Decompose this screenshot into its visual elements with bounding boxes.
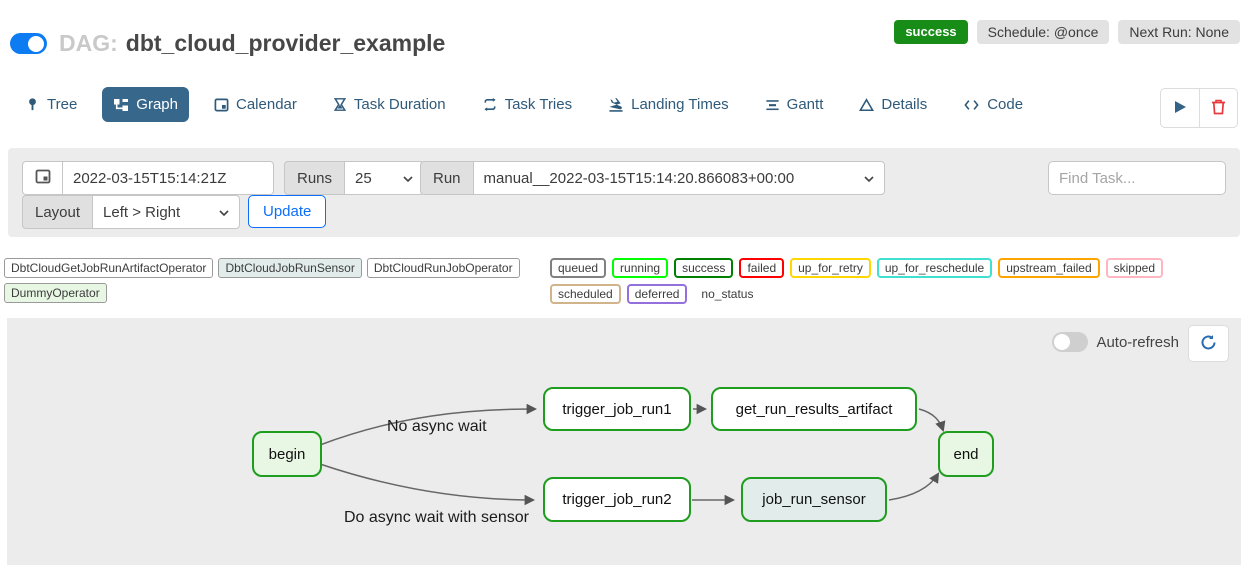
trigger-dag-button[interactable] [1161,89,1199,127]
execution-date-group [22,161,274,195]
toggle-knob [1054,334,1071,350]
runs-group: Runs 25 [284,161,425,195]
view-tabs: Tree Graph Calendar Task Duration Task T… [14,87,1034,122]
layout-value: Left > Right [103,203,181,221]
tab-tree[interactable]: Tree [14,87,88,122]
tab-calendar[interactable]: Calendar [203,87,308,122]
run-select[interactable]: manual__2022-03-15T15:14:20.866083+00:00 [472,161,885,195]
calendar-icon [35,168,51,189]
calendar-picker-button[interactable] [22,161,62,195]
header: DAG: dbt_cloud_provider_example [10,30,445,57]
calendar-icon [214,97,229,112]
auto-refresh-label: Auto-refresh [1096,333,1179,351]
task-node-job-run-sensor[interactable]: job_run_sensor [741,477,887,522]
schedule-badge[interactable]: Schedule: @once [976,20,1110,44]
play-icon [1173,100,1187,117]
dag-actions [1160,88,1238,128]
state-badge: upstream_failed [998,258,1100,278]
tab-task-tries[interactable]: Task Tries [471,87,584,122]
task-node-trigger-job-run1[interactable]: trigger_job_run1 [543,387,691,431]
auto-refresh-toggle[interactable] [1052,332,1089,352]
operator-legend: DbtCloudGetJobRunArtifactOperator DbtClo… [4,258,550,310]
graph-panel: Auto-refresh begin trigger_job_run1 get_… [7,318,1241,565]
plane-landing-icon [608,97,624,112]
layout-select[interactable]: Left > Right [92,195,241,229]
find-task-input[interactable] [1048,161,1226,195]
run-value: manual__2022-03-15T15:14:20.866083+00:00 [483,169,795,187]
operator-badge: DbtCloudJobRunSensor [218,258,362,278]
operator-badge: DbtCloudRunJobOperator [366,258,520,278]
next-run-badge: Next Run: None [1118,20,1240,44]
state-badge: success [674,258,734,278]
edge-label-no-async-wait: No async wait [387,418,487,435]
state-badge-no-status: no_status [701,287,754,301]
dag-edges [319,403,946,506]
edge-label-do-async-wait: Do async wait with sensor [344,509,529,526]
trash-icon [1211,99,1226,118]
refresh-button[interactable] [1188,325,1229,362]
chevron-down-icon [403,170,413,187]
tab-label: Task Duration [353,96,446,113]
repeat-icon [482,97,498,112]
dag-title: dbt_cloud_provider_example [125,30,446,56]
legend: DbtCloudGetJobRunArtifactOperator DbtClo… [4,258,1244,310]
tree-icon [25,97,40,112]
layout-group: Layout Left > Right [22,195,241,229]
tab-label: Graph [136,96,178,113]
task-node-begin[interactable]: begin [252,431,322,477]
execution-date-input[interactable] [62,161,274,195]
tab-label: Code [987,96,1024,113]
auto-refresh-control: Auto-refresh [1052,332,1179,352]
toggle-knob [28,35,44,52]
tab-graph[interactable]: Graph [102,87,189,122]
runs-label: Runs [284,161,345,195]
tab-task-duration[interactable]: Task Duration [322,87,457,122]
status-badge: success [894,20,968,44]
header-badges: success Schedule: @once Next Run: None [894,20,1240,44]
tab-label: Tree [47,96,78,113]
runs-select[interactable]: 25 [344,161,425,195]
tab-code[interactable]: Code [952,87,1034,122]
tab-details[interactable]: Details [848,87,938,122]
update-button[interactable]: Update [248,195,327,228]
chevron-down-icon [863,170,874,187]
dag-pause-toggle[interactable] [10,33,47,54]
state-badge: up_for_retry [790,258,871,278]
refresh-icon [1200,334,1217,354]
tab-label: Gantt [786,96,824,113]
tab-label: Calendar [236,96,297,113]
run-label: Run [420,161,473,195]
layout-label: Layout [22,195,93,229]
operator-badge: DbtCloudGetJobRunArtifactOperator [4,258,214,278]
state-badge: up_for_reschedule [876,258,993,278]
state-badge: deferred [626,284,688,304]
code-icon [963,98,980,112]
tab-label: Landing Times [631,96,729,113]
state-badge: skipped [1105,258,1163,278]
run-group: Run manual__2022-03-15T15:14:20.866083+0… [420,161,885,195]
tab-landing-times[interactable]: Landing Times [597,87,740,122]
hourglass-icon [333,97,347,112]
operator-badge: DummyOperator [4,283,107,303]
dag-prefix-label: DAG: [59,30,118,56]
task-node-end[interactable]: end [938,431,994,477]
tab-label: Task Tries [504,96,573,113]
state-badge: failed [739,258,785,278]
state-legend: queued running success failed up_for_ret… [550,258,1244,310]
state-badge: scheduled [550,284,621,304]
graph-icon [113,97,129,113]
tab-label: Details [881,96,928,113]
runs-value: 25 [355,169,372,187]
gantt-icon [765,98,780,112]
state-badge: running [612,258,669,278]
task-node-get-run-results-artifact[interactable]: get_run_results_artifact [711,387,917,431]
tab-gantt[interactable]: Gantt [754,87,835,122]
triangle-icon [859,97,875,112]
chevron-down-icon [219,204,229,221]
filter-bar: Runs 25 Run manual__2022-03-15T15:14:20.… [8,148,1240,237]
state-badge: queued [550,258,607,278]
delete-dag-button[interactable] [1199,89,1237,127]
task-node-trigger-job-run2[interactable]: trigger_job_run2 [543,477,691,522]
